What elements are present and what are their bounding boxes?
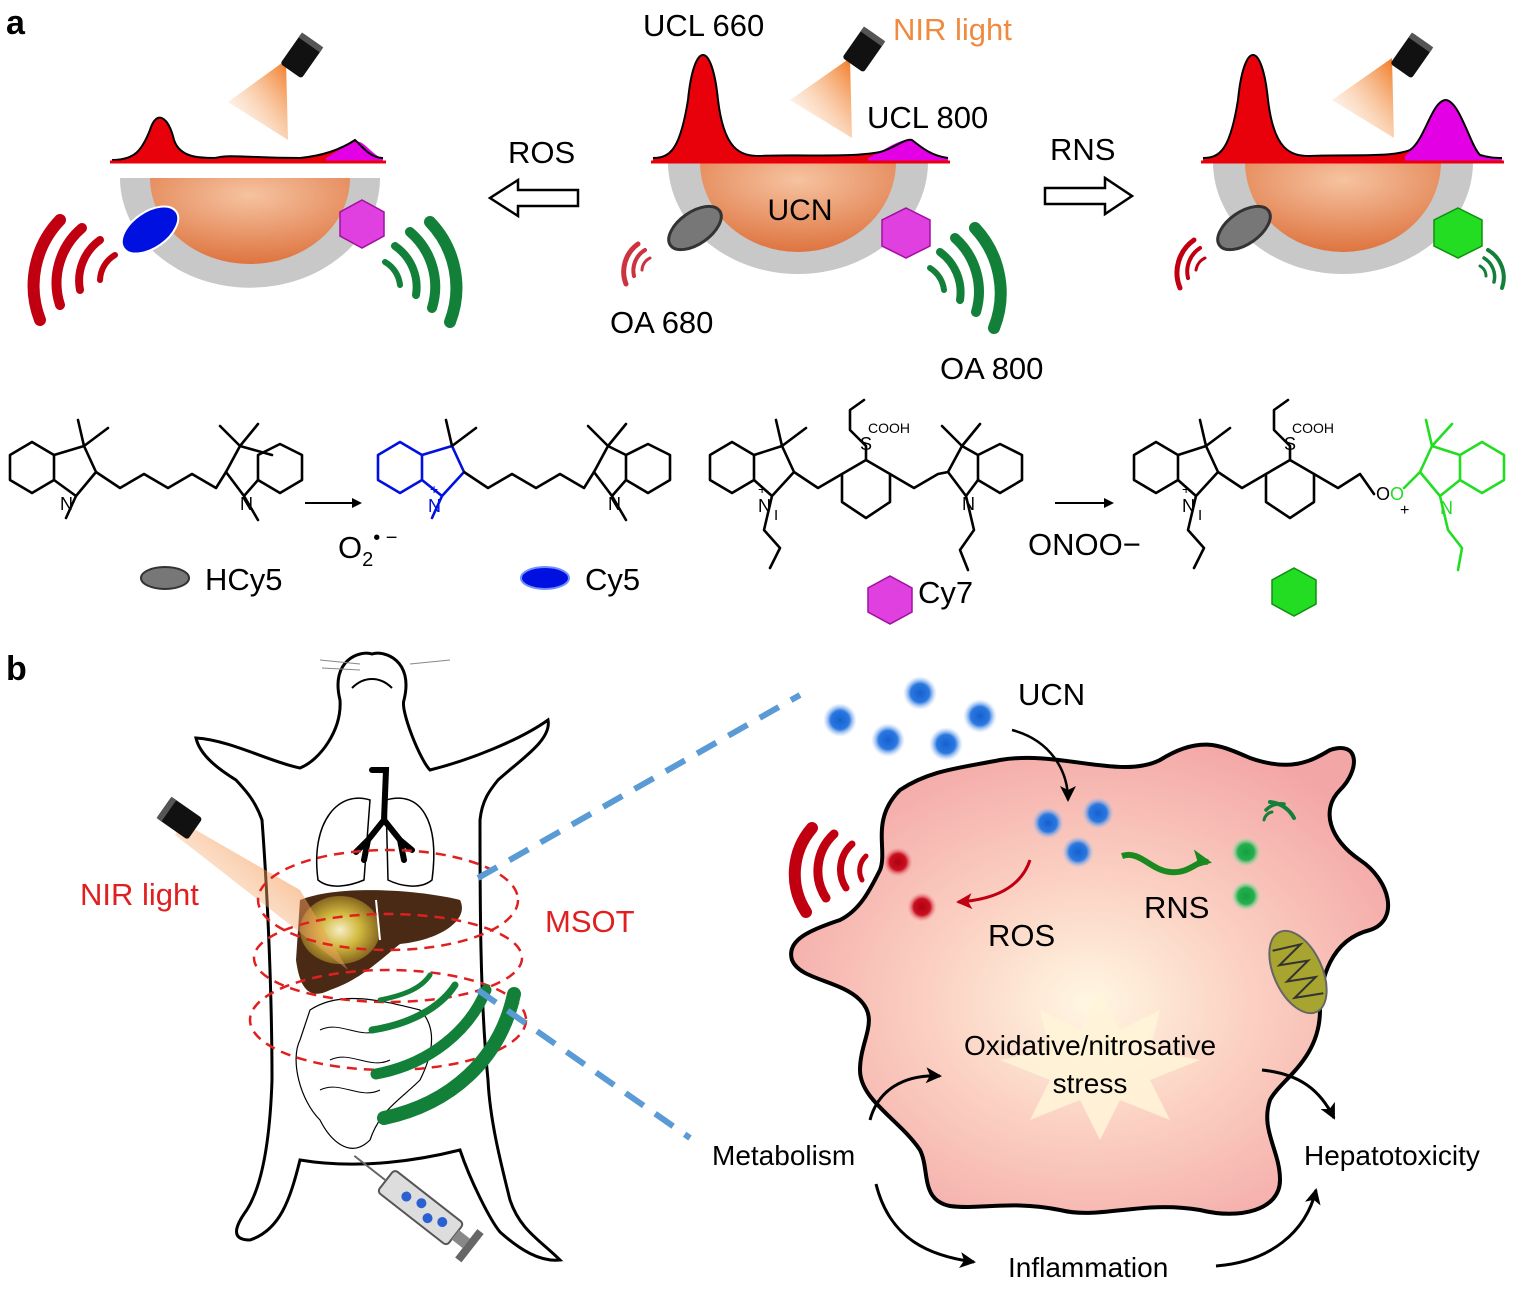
cy5-icon [520,566,570,590]
inflammation-to-hepatotoxicity-arrow [1215,1188,1321,1268]
oa-signal-red-icon [788,822,869,918]
hepatotoxicity-label: Hepatotoxicity [1304,1140,1480,1171]
rns-arrow [1043,175,1135,217]
oa-signal-red-icon [621,241,652,287]
metabolism-label: Metabolism [712,1140,855,1171]
charge-plus: + [758,481,766,497]
ros-label-b: ROS [988,918,1055,953]
product-plus: + [1400,502,1409,519]
nir-beam [175,822,348,970]
cy7-structure [708,398,1024,572]
cy7-polyhedron-icon [339,199,385,249]
cy7-label: Cy7 [918,575,973,610]
oa-signal-green-icon [368,972,521,1125]
charge-plus: + [430,481,438,497]
spectrum-peak [112,117,383,162]
panel-a-letter: a [6,4,26,42]
cy5-structure [376,418,672,522]
oa-800-label: OA 800 [940,351,1043,386]
ucl-660-label: UCL 660 [643,8,764,43]
mouse-illustration [194,651,564,1262]
charge-plus: + [1182,481,1190,497]
atom-o: O [1376,484,1390,504]
atom-n: N [758,496,771,516]
atom-o: O [1390,484,1404,504]
hcy5-ellipse-icon [1216,204,1272,252]
metabolism-to-stress-arrow [868,1067,942,1121]
ros-arrow [487,177,580,219]
atom-s: S [1284,434,1296,454]
oa-signal-green-icon [1262,800,1296,822]
particle-rns-state [1174,32,1506,291]
cy7-polyhedron-icon [881,207,931,259]
atom-n: N [240,494,253,514]
ros-particle [907,892,937,922]
nir-beam [228,60,288,140]
oa-signal-red-icon [1174,237,1207,291]
atom-s: S [860,434,872,454]
ucn-uptake-arrow [1011,728,1076,802]
mitochondrion-icon [1268,929,1328,1015]
msot-label: MSOT [545,904,635,939]
ros-arrow-b [956,859,1032,910]
oa-signal-red-icon [27,214,118,326]
rns-particle [1231,837,1261,867]
ucn-particles [823,676,1114,868]
peroxynitrite-label: ONOO− [1028,527,1141,562]
stress-starburst [1000,990,1200,1140]
hcy5-label: HCy5 [205,562,283,597]
particle-ros-state [27,32,463,328]
zoom-connector-top [476,692,802,881]
cooh-label: COOH [1292,420,1334,436]
cy7-product-icon [1271,567,1317,617]
ros-particle [883,847,913,877]
atom-i: I [1198,507,1202,524]
syringe-icon [353,1155,484,1263]
atom-n: N [1440,498,1453,518]
rns-arrow-b [1121,849,1212,876]
ucn-core-label: UCN [768,194,833,227]
ucn-label-b: UCN [1018,677,1085,712]
cy7-product-structure [1132,398,1376,570]
oa-signal-green-icon [1478,248,1506,290]
rns-label-b: RNS [1144,890,1209,925]
atom-n: N [60,494,73,514]
zoom-connector-bottom [476,987,692,1141]
atom-n: N [962,494,975,514]
atom-n: N [608,494,621,514]
oa-signal-green-icon [927,222,1007,334]
cy5-ellipse-icon [120,205,180,255]
atom-n: N [428,496,441,516]
panel-b-letter: b [6,650,27,688]
metabolism-to-inflammation-arrow [874,1183,976,1269]
ucl-800-label: UCL 800 [867,100,988,135]
cooh-label: COOH [868,420,910,436]
ros-arrow-label: ROS [508,135,575,170]
lamp-icon [1390,32,1434,79]
cy7-icon [867,575,913,625]
hcy5-structure [8,418,304,522]
atom-n: N [1182,496,1195,516]
indolinone-structure [1402,418,1506,572]
particle-initial-state: UCN [621,26,1007,334]
stress-label-line2: stress [1053,1068,1128,1099]
lamp-icon [280,32,324,79]
atom-i: I [774,507,778,524]
hcy5-ellipse-icon [667,204,723,252]
oa-signal-green-icon [382,216,463,328]
inflammation-label: Inflammation [1008,1252,1168,1283]
oa-680-label: OA 680 [610,305,713,340]
nir-light-label-b: NIR light [80,877,199,912]
cy7-product-polyhedron-icon [1433,207,1483,259]
rns-arrow-label: RNS [1050,132,1115,167]
cy5-label: Cy5 [585,562,640,597]
stress-to-hepatotoxicity-arrow [1261,1068,1336,1120]
stress-label-line1: Oxidative/nitrosative [964,1030,1216,1061]
nir-light-label: NIR light [893,12,1012,47]
hcy5-icon [140,566,190,590]
superoxide-label: O2• − [338,527,398,571]
rns-particle [1231,881,1261,911]
